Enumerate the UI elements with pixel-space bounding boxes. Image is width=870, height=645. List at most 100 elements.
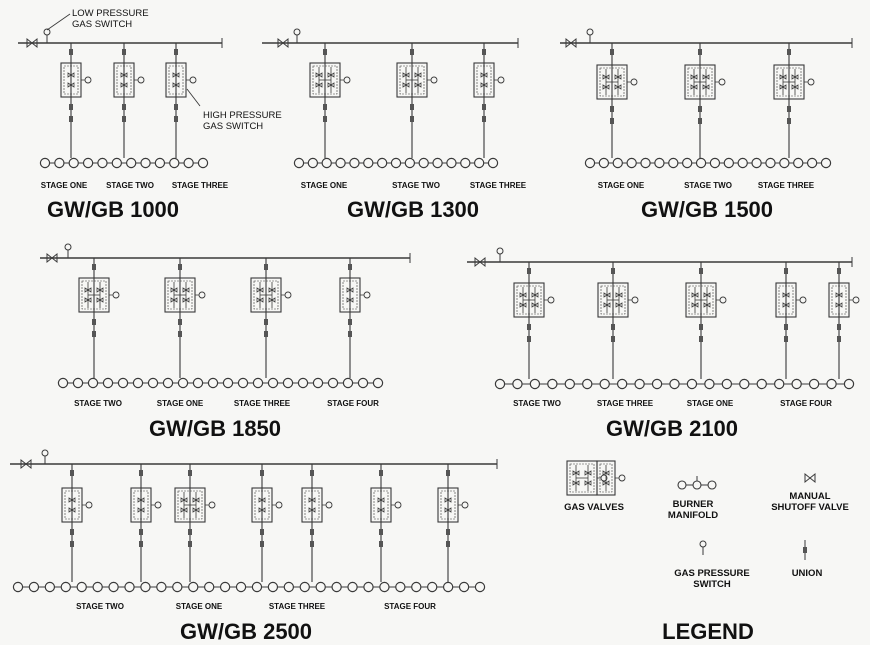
burner-circle bbox=[124, 581, 135, 593]
union-icon bbox=[92, 331, 96, 337]
diagram-title-1000: GW/GB 1000 bbox=[46, 197, 180, 222]
burner-circle bbox=[76, 581, 87, 593]
stage-label: STAGE THREE bbox=[234, 399, 291, 408]
burner-circle bbox=[692, 480, 702, 490]
burner-circle bbox=[203, 581, 215, 593]
burner-circle bbox=[686, 378, 698, 390]
union-icon bbox=[787, 118, 791, 124]
burner-circle bbox=[327, 377, 339, 389]
union-icon bbox=[527, 336, 531, 342]
burner-circle bbox=[379, 581, 390, 593]
stage-label: STAGE ONE bbox=[598, 181, 645, 190]
burner-circle bbox=[820, 157, 832, 169]
union-icon bbox=[310, 541, 314, 547]
stage-label: STAGE TWO bbox=[513, 399, 561, 408]
low-pressure-leader bbox=[46, 13, 71, 31]
legend-gas-valves-label: GAS VALVES bbox=[564, 502, 624, 513]
burner-circle bbox=[140, 157, 151, 169]
union-icon bbox=[410, 49, 414, 55]
burner-circle bbox=[57, 377, 69, 389]
diagram-title-1300: GW/GB 1300 bbox=[346, 197, 480, 222]
union-icon bbox=[348, 331, 352, 337]
burner-circle bbox=[312, 377, 324, 389]
burner-circle bbox=[737, 157, 748, 169]
union-icon bbox=[698, 106, 702, 112]
burner-circle bbox=[372, 377, 384, 389]
union-icon bbox=[699, 324, 703, 330]
manual-shutoff-valve-icon bbox=[46, 252, 58, 264]
gas-valve-icon bbox=[78, 277, 120, 313]
union-icon bbox=[527, 324, 531, 330]
burner-circle bbox=[331, 581, 342, 593]
burner-circle bbox=[44, 581, 56, 593]
union-icon bbox=[784, 268, 788, 274]
stage-label: STAGE FOUR bbox=[327, 399, 379, 408]
gas-valve-icon bbox=[566, 460, 608, 496]
burner-circle bbox=[808, 378, 820, 390]
union-icon bbox=[178, 264, 182, 270]
gas-valve-icon bbox=[130, 487, 162, 523]
burner-circle bbox=[169, 157, 180, 169]
burner-circle bbox=[68, 157, 79, 169]
burner-circle bbox=[147, 377, 159, 389]
high-pressure-leader bbox=[186, 88, 201, 107]
stage-label: STAGE THREE bbox=[470, 181, 527, 190]
manual-shutoff-valve-icon bbox=[804, 472, 816, 484]
gas-valve-icon bbox=[396, 62, 438, 98]
union-icon bbox=[70, 470, 74, 476]
union-icon bbox=[446, 541, 450, 547]
union-icon bbox=[837, 336, 841, 342]
stage-label: STAGE THREE bbox=[597, 399, 654, 408]
burner-circle bbox=[12, 581, 24, 593]
gas-valve-icon bbox=[174, 487, 216, 523]
union-icon bbox=[70, 541, 74, 547]
gas-valve-icon bbox=[251, 487, 283, 523]
gas-valve-icon bbox=[596, 460, 626, 496]
legend-union-label: UNION bbox=[791, 568, 823, 579]
stage-label: STAGE ONE bbox=[176, 602, 223, 611]
gas-pressure-switch-icon bbox=[43, 28, 51, 43]
gas-valve-icon bbox=[165, 62, 197, 98]
union-icon bbox=[139, 541, 143, 547]
burner-circle bbox=[793, 157, 804, 169]
union-icon bbox=[69, 104, 73, 110]
burner-circle bbox=[192, 377, 204, 389]
union-icon bbox=[348, 264, 352, 270]
union-icon bbox=[188, 529, 192, 535]
burner-circle bbox=[669, 378, 680, 390]
burner-circle bbox=[82, 157, 94, 169]
burner-circle bbox=[237, 377, 249, 389]
stage-label: STAGE TWO bbox=[106, 181, 154, 190]
burner-circle bbox=[584, 157, 596, 169]
union-icon bbox=[174, 104, 178, 110]
burner-circle bbox=[616, 378, 628, 390]
gas-valve-icon bbox=[513, 282, 555, 318]
legend-burner-manifold-label: BURNER MANIFOLD bbox=[667, 499, 719, 521]
burner-circle bbox=[411, 581, 422, 593]
union-icon bbox=[611, 324, 615, 330]
burner-circle bbox=[97, 157, 108, 169]
burner-circle bbox=[297, 377, 309, 389]
burner-circle bbox=[487, 157, 499, 169]
burner-circle bbox=[634, 378, 645, 390]
union-icon bbox=[323, 116, 327, 122]
burner-circle bbox=[132, 377, 144, 389]
burner-circle bbox=[626, 157, 637, 169]
burner-circle bbox=[651, 378, 663, 390]
burner-circle bbox=[177, 377, 189, 389]
stage-label: STAGE THREE bbox=[758, 181, 815, 190]
burner-circle bbox=[207, 377, 219, 389]
burner-circle bbox=[293, 157, 305, 169]
burner-circle bbox=[739, 378, 750, 390]
burner-circle bbox=[598, 157, 610, 169]
stage-label: STAGE FOUR bbox=[384, 602, 436, 611]
burner-circle bbox=[390, 157, 402, 169]
burner-circle bbox=[843, 378, 855, 390]
union-icon bbox=[122, 49, 126, 55]
gas-pressure-switch-icon bbox=[586, 28, 594, 43]
gas-pressure-switch-icon bbox=[496, 247, 504, 262]
burner-circle bbox=[709, 157, 721, 169]
legend-title: LEGEND bbox=[662, 619, 754, 644]
union-icon bbox=[410, 116, 414, 122]
